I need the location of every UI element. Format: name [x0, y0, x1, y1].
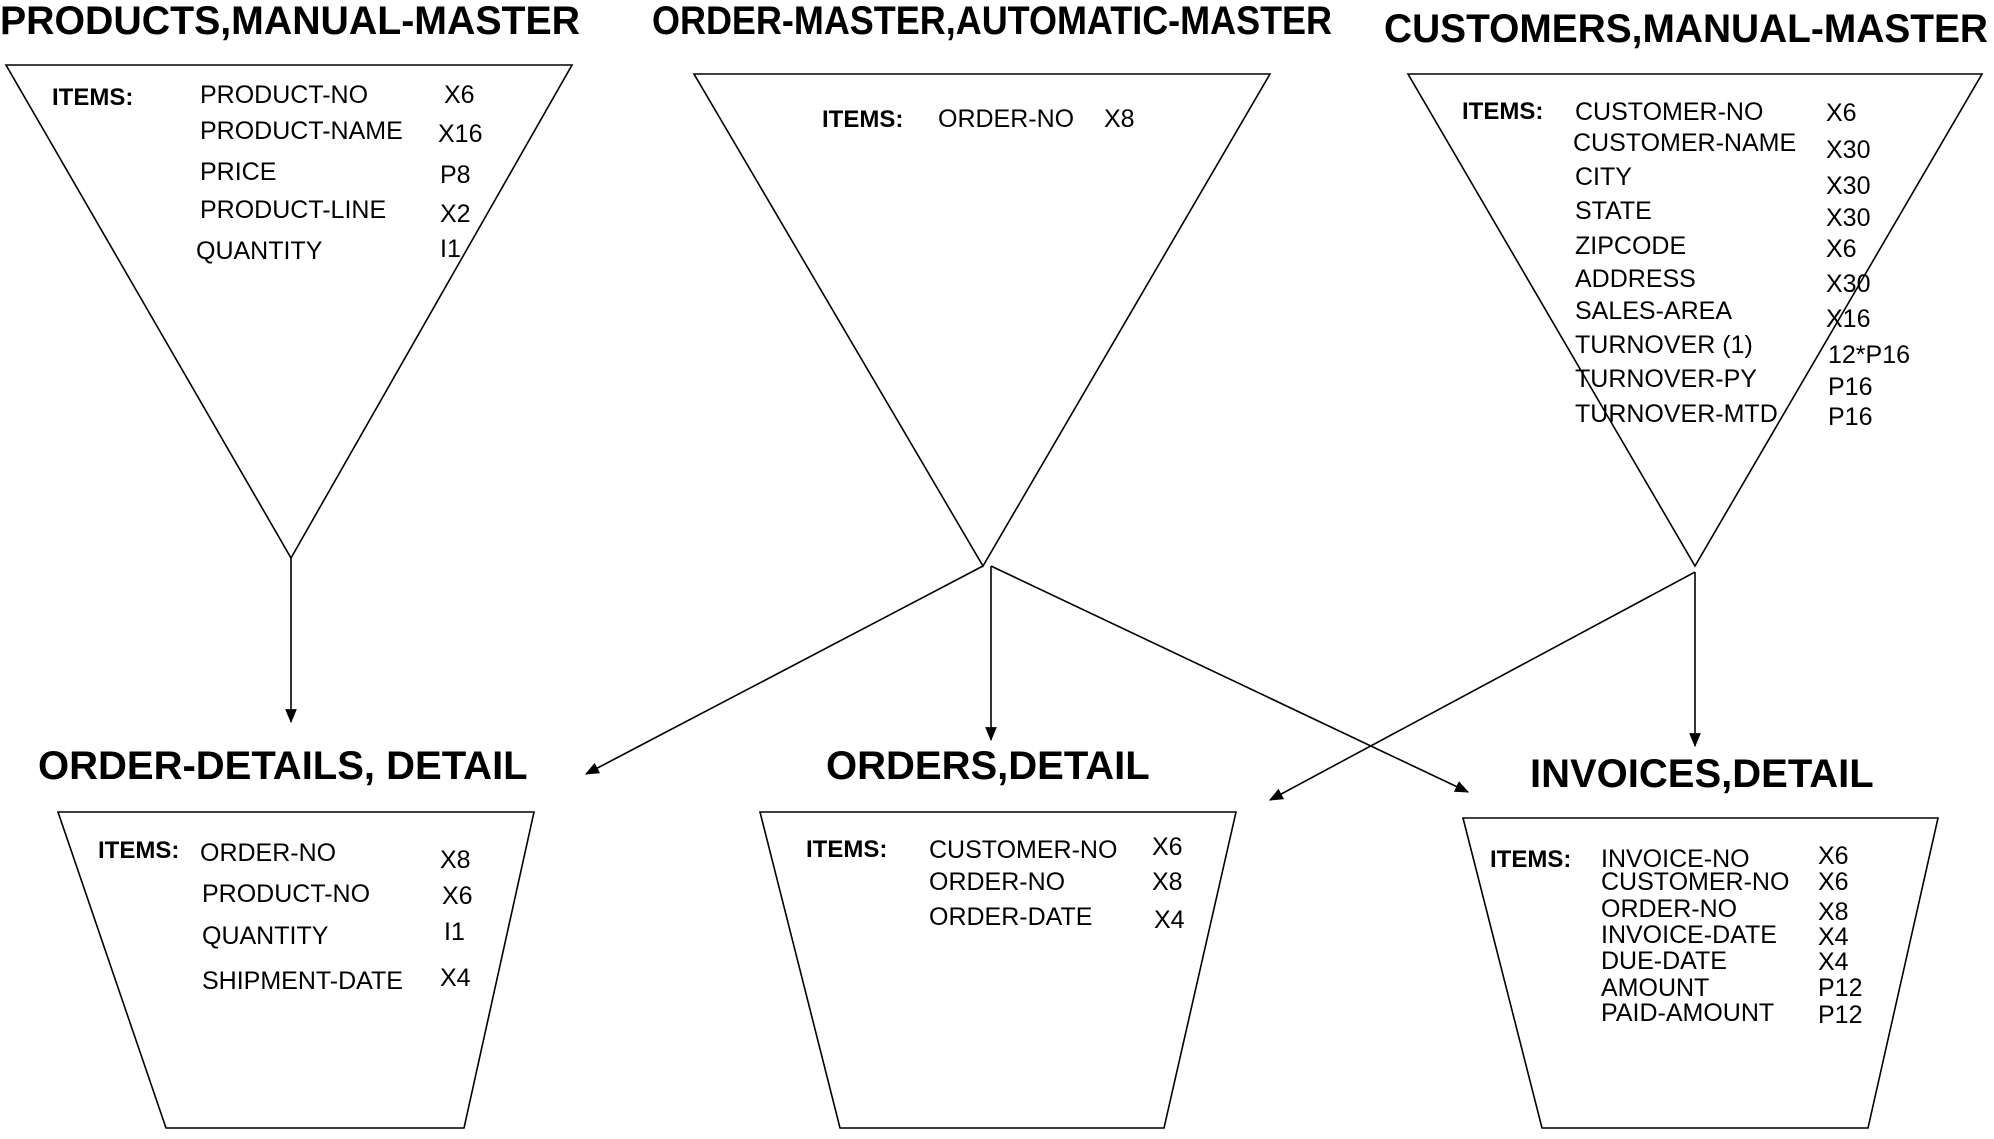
items-label: ITEMS: [822, 106, 903, 133]
field-name: ORDER-NO [200, 839, 336, 867]
order-master-triangle [692, 73, 1272, 568]
order-details-items: ITEMS: ORDER-NO X8 PRODUCT-NO X6 QUANTIT… [98, 837, 473, 995]
orders-trapezoid [758, 811, 1238, 1129]
orders-title: ORDERS,DETAIL [826, 744, 1150, 788]
items-label: ITEMS: [98, 837, 179, 864]
field-type: P16 [1828, 373, 1872, 401]
products-title: PRODUCTS,MANUAL-MASTER [0, 0, 580, 43]
field-name: PRODUCT-NO [200, 81, 368, 109]
orders-items: ITEMS: CUSTOMER-NO X6 ORDER-NO X8 ORDER-… [806, 833, 1185, 934]
customers-items: ITEMS: CUSTOMER-NO X6 CUSTOMER-NAME X30 … [1462, 98, 1910, 431]
field-type: X6 [1826, 235, 1857, 263]
invoices-items: ITEMS: INVOICE-NO X6 CUSTOMER-NO X6 ORDE… [1490, 842, 1862, 1029]
invoices-trapezoid [1461, 817, 1940, 1129]
field-name: STATE [1575, 197, 1652, 225]
field-type: X4 [1818, 948, 1849, 976]
field-name: QUANTITY [202, 922, 329, 950]
field-name: ZIPCODE [1575, 232, 1686, 260]
field-type: X6 [1826, 99, 1857, 127]
field-name: SALES-AREA [1575, 297, 1732, 325]
products-items: ITEMS: PRODUCT-NO X6 PRODUCT-NAME X16 PR… [52, 81, 482, 265]
field-name: TURNOVER-PY [1575, 365, 1757, 393]
field-name: ORDER-NO [1601, 895, 1737, 923]
field-name: AMOUNT [1601, 974, 1709, 1002]
field-type: X30 [1826, 204, 1870, 232]
field-name: QUANTITY [196, 237, 323, 265]
field-type: X4 [1154, 906, 1185, 934]
field-type: X8 [1152, 868, 1183, 896]
invoices-title: INVOICES,DETAIL [1530, 752, 1874, 796]
field-type: X16 [1826, 305, 1870, 333]
field-type: X6 [444, 81, 475, 109]
field-name: PRODUCT-NO [202, 880, 370, 908]
customers-master-triangle [1406, 73, 1984, 568]
order-master-title: ORDER-MASTER,AUTOMATIC-MASTER [652, 0, 1332, 43]
field-type: P12 [1818, 1001, 1862, 1029]
customers-title: CUSTOMERS,MANUAL-MASTER [1384, 7, 1988, 51]
field-type: X6 [1818, 842, 1849, 870]
field-name: DUE-DATE [1601, 947, 1727, 975]
field-name: CUSTOMER-NO [1575, 98, 1763, 126]
field-name: ORDER-DATE [929, 903, 1092, 931]
field-name: CUSTOMER-NO [1601, 868, 1789, 896]
products-master-triangle [4, 64, 574, 560]
field-type: X8 [1818, 898, 1849, 926]
items-label: ITEMS: [1462, 98, 1543, 125]
field-name: INVOICE-NO [1601, 845, 1750, 873]
field-name: PRODUCT-NAME [200, 117, 403, 145]
items-label: ITEMS: [806, 836, 887, 863]
link-order-master-to-invoices [990, 565, 1470, 793]
field-name: TURNOVER-MTD [1575, 400, 1778, 428]
items-label: ITEMS: [1490, 846, 1571, 873]
field-type: I1 [440, 235, 461, 263]
field-type: 12*P16 [1828, 341, 1910, 369]
field-name: PAID-AMOUNT [1601, 999, 1774, 1027]
relationship-links [285, 558, 1701, 801]
field-name: CUSTOMER-NO [929, 836, 1117, 864]
field-type: X8 [440, 846, 471, 874]
field-name: PRICE [200, 158, 276, 186]
field-name: INVOICE-DATE [1601, 921, 1777, 949]
field-name: ADDRESS [1575, 265, 1696, 293]
field-name: TURNOVER (1) [1575, 331, 1753, 359]
field-type: P8 [440, 161, 471, 189]
field-type: X6 [442, 882, 473, 910]
field-type: X6 [1818, 868, 1849, 896]
field-name: CITY [1575, 163, 1632, 191]
field-type: X6 [1152, 833, 1183, 861]
link-customers-to-orders [1268, 571, 1696, 801]
link-order-master-to-order-details [584, 565, 984, 775]
order-details-title: ORDER-DETAILS, DETAIL [38, 744, 528, 788]
field-type: X2 [440, 200, 471, 228]
field-type: X30 [1826, 172, 1870, 200]
field-name: CUSTOMER-NAME [1573, 129, 1796, 157]
field-type: P12 [1818, 974, 1862, 1002]
field-name: ORDER-NO [938, 105, 1074, 133]
field-name: PRODUCT-LINE [200, 196, 386, 224]
field-type: X8 [1104, 105, 1135, 133]
field-type: X30 [1826, 136, 1870, 164]
order-master-items: ITEMS: ORDER-NO X8 [822, 105, 1135, 133]
field-type: X4 [1818, 923, 1849, 951]
field-type: P16 [1828, 403, 1872, 431]
order-details-trapezoid [56, 811, 535, 1129]
items-label: ITEMS: [52, 84, 133, 111]
field-name: SHIPMENT-DATE [202, 967, 403, 995]
field-name: ORDER-NO [929, 868, 1065, 896]
field-type: X4 [440, 964, 471, 992]
field-type: X16 [438, 120, 482, 148]
field-type: X30 [1826, 270, 1870, 298]
field-type: I1 [444, 918, 465, 946]
